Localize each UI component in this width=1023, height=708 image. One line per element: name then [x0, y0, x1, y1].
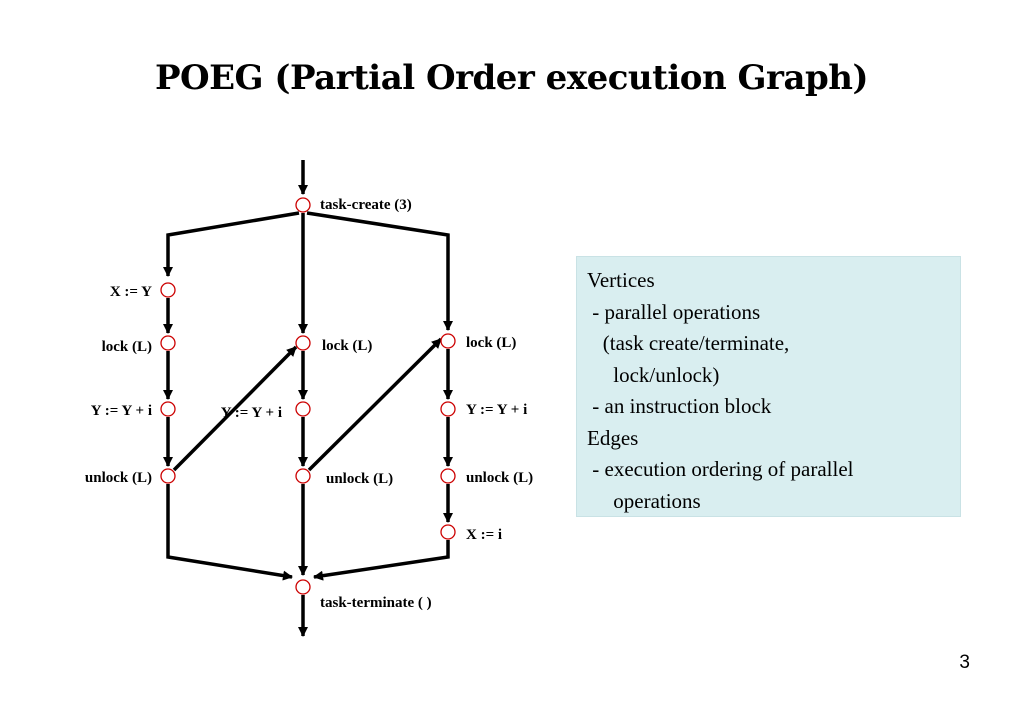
- label-left-unlock: unlock (L): [85, 470, 152, 486]
- vertex-left-assign-x: [160, 282, 176, 298]
- legend-line: - parallel operations: [587, 299, 761, 324]
- edge-fork-right: [306, 211, 453, 331]
- label-middle-unlock: unlock (L): [326, 471, 393, 487]
- legend-line: Edges: [587, 425, 639, 450]
- page-number: 3: [959, 652, 970, 673]
- label-right-assign-x: X := i: [466, 527, 502, 543]
- vertex-left-lock: [160, 335, 176, 351]
- vertex-task-terminate: [295, 579, 311, 595]
- vertex-middle-lock: [295, 335, 311, 351]
- label-task-create: task-create (3): [320, 197, 412, 213]
- vertex-right-unlock: [440, 468, 456, 484]
- vertex-right-update-y: [440, 401, 456, 417]
- vertex-labels: task-create (3) X := Y lock (L) Y := Y +…: [85, 197, 533, 611]
- label-right-update-y: Y := Y + i: [466, 402, 527, 418]
- label-task-terminate: task-terminate ( ): [320, 595, 432, 611]
- label-right-unlock: unlock (L): [466, 470, 533, 486]
- legend-line: - an instruction block: [587, 394, 772, 418]
- edges: [163, 160, 453, 637]
- label-middle-lock: lock (L): [322, 338, 372, 354]
- legend-box: Vertices - parallel operations (task cre…: [576, 256, 961, 517]
- vertices: [160, 197, 456, 595]
- legend-line: operations: [587, 488, 701, 513]
- legend-line: lock/unlock): [587, 362, 720, 387]
- edge-join-left: [166, 484, 293, 581]
- vertex-left-unlock: [160, 468, 176, 484]
- label-left-assign-x: X := Y: [110, 284, 152, 300]
- edge-cross-middle-to-right: [307, 337, 443, 472]
- edge-cross-left-to-middle: [172, 345, 298, 472]
- label-left-update-y: Y := Y + i: [91, 403, 152, 419]
- legend-line: (task create/terminate,: [587, 331, 790, 355]
- vertex-right-lock: [440, 333, 456, 349]
- label-left-lock: lock (L): [102, 339, 152, 355]
- vertex-task-create: [295, 197, 311, 213]
- vertex-middle-update-y: [295, 401, 311, 417]
- vertex-right-assign-x: [440, 524, 456, 540]
- vertex-left-update-y: [160, 401, 176, 417]
- legend-line: Vertices: [587, 268, 655, 292]
- edge-join-right: [313, 540, 450, 581]
- label-middle-update-y: Y := Y + i: [221, 405, 282, 421]
- vertex-middle-unlock: [295, 468, 311, 484]
- edge-fork-left: [163, 211, 300, 277]
- label-right-lock: lock (L): [466, 335, 516, 351]
- legend-line: - execution ordering of parallel: [587, 457, 854, 481]
- slide-title: POEG (Partial Order execution Graph): [154, 58, 869, 98]
